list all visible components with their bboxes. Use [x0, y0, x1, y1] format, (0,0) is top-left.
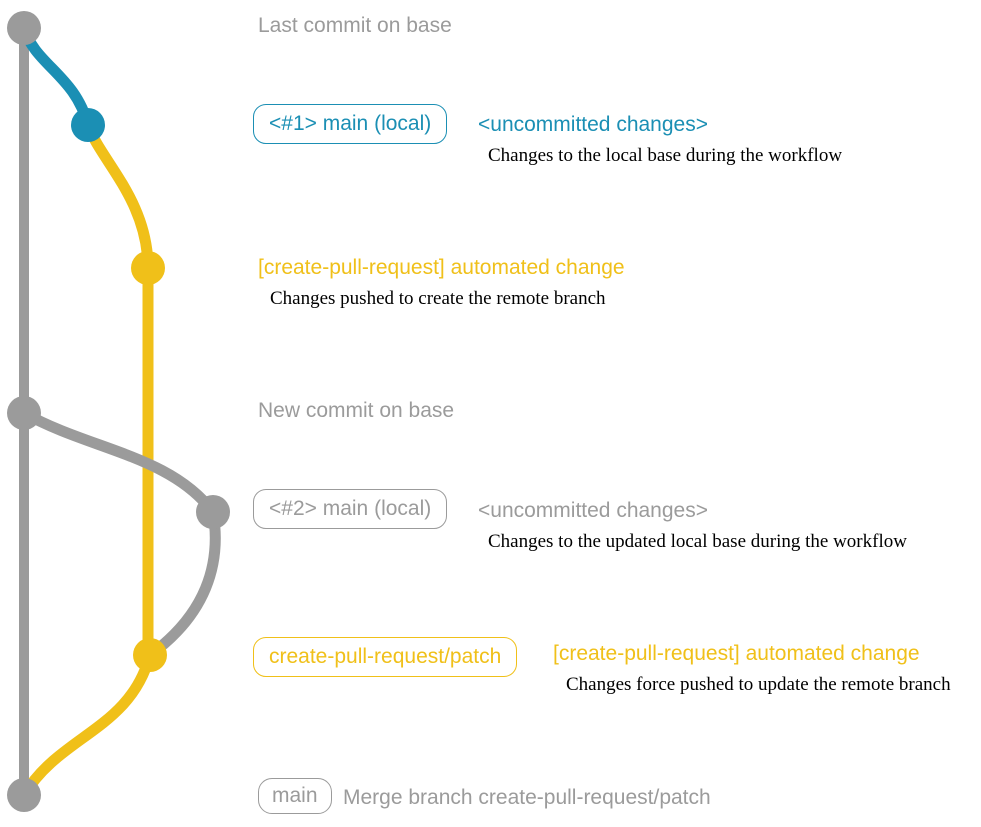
commit-dot-new-base	[7, 396, 41, 430]
automated-change-title-1: [create-pull-request] automated change	[258, 256, 625, 279]
badge-main-local-2-text: <#2> main (local)	[269, 497, 432, 520]
new-commit-label: New commit on base	[258, 399, 455, 422]
commit-dot-local-main-2	[196, 495, 230, 529]
patch-branch-edge	[82, 123, 154, 269]
badge-main-local-1-text: <#1> main (local)	[269, 112, 432, 135]
badge-main-text: main	[272, 784, 318, 807]
badge-main-local-1: <#1> main (local)	[253, 104, 448, 144]
commit-dot-automated-change-1	[131, 251, 165, 285]
rebase-edge-1	[21, 408, 218, 516]
uncommitted-changes-title-1: <uncommitted changes>	[478, 113, 708, 136]
last-commit-label: Last commit on base	[258, 14, 452, 37]
commit-dot-last-base	[7, 11, 41, 45]
rebase-edge-2	[146, 511, 221, 660]
uncommitted-changes-title-2: <uncommitted changes>	[478, 499, 708, 522]
badge-patch-branch: create-pull-request/patch	[253, 637, 518, 677]
commit-dot-merge	[7, 778, 41, 812]
merge-edge	[19, 653, 156, 798]
automated-change-desc-2: Changes force pushed to update the remot…	[566, 674, 951, 695]
git-graph	[7, 11, 230, 812]
merge-commit-label: Merge branch create-pull-request/patch	[343, 786, 711, 809]
badge-patch-branch-text: create-pull-request/patch	[269, 645, 502, 668]
uncommitted-changes-desc-2: Changes to the updated local base during…	[488, 531, 907, 552]
automated-change-title-2: [create-pull-request] automated change	[553, 642, 920, 665]
commit-dot-local-main-1	[71, 108, 105, 142]
uncommitted-changes-edge-1	[18, 26, 94, 127]
badge-main-local-2: <#2> main (local)	[253, 489, 448, 529]
badge-main: main	[258, 778, 332, 814]
uncommitted-changes-desc-1: Changes to the local base during the wor…	[488, 145, 843, 166]
commit-dot-automated-change-2	[133, 638, 167, 672]
automated-change-desc-1: Changes pushed to create the remote bran…	[270, 288, 606, 309]
